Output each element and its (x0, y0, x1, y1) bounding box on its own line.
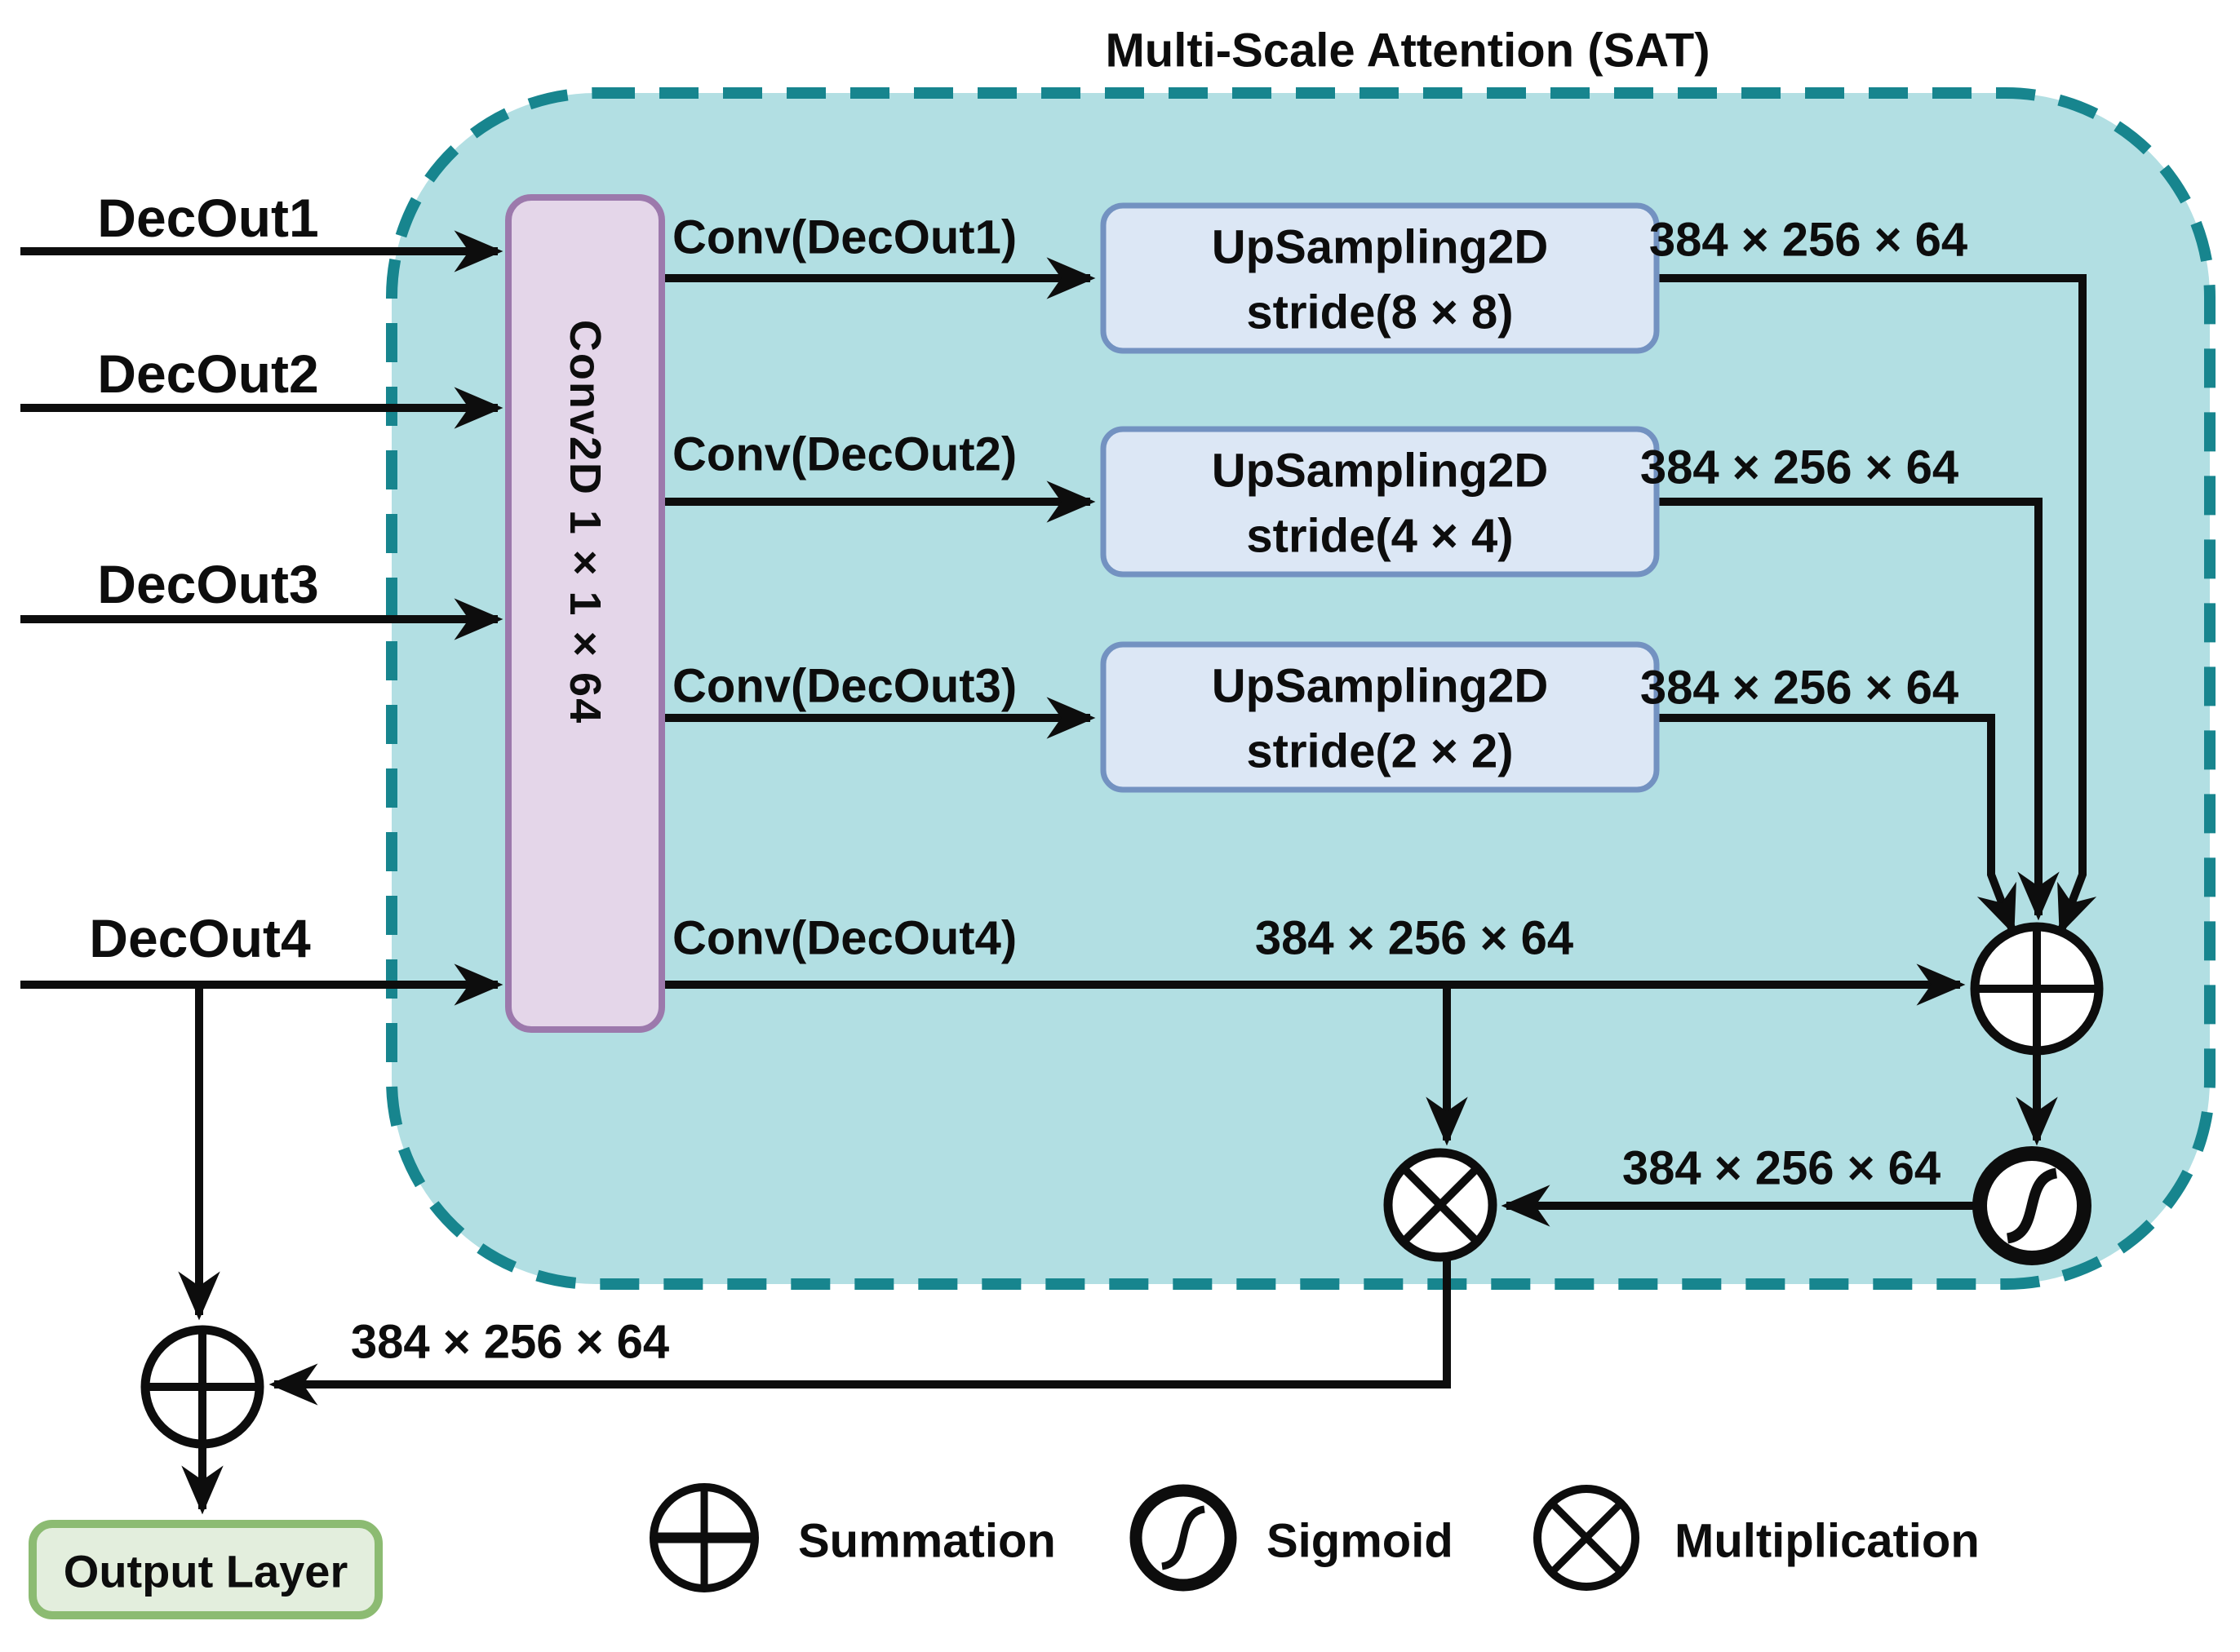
conv-label-3: Conv(DecOut3) (672, 660, 1017, 713)
shape-label-sigmoid-out: 384 × 256 × 64 (1622, 1142, 1941, 1195)
upsample-block-2-name: UpSampling2D (1212, 445, 1549, 498)
upsample-block-3-box (1100, 641, 1660, 793)
shape-label-attention-out: 384 × 256 × 64 (351, 1316, 669, 1369)
multiplication-icon (1549, 1500, 1624, 1575)
input-label-decout3: DecOut3 (97, 554, 318, 614)
conv2d-block-label: Conv2D 1 × 1 × 64 (561, 320, 610, 724)
legend-sigmoid: Sigmoid (1129, 1484, 1453, 1592)
legend-summation: Summation (650, 1483, 1056, 1592)
upsample-block-1-box (1100, 202, 1660, 354)
summation-icon (145, 1330, 259, 1444)
upsample-block-3-name: UpSampling2D (1212, 660, 1549, 713)
input-label-decout1: DecOut1 (97, 188, 318, 248)
summation-node (1970, 922, 2104, 1056)
multiplication-node (1383, 1148, 1497, 1262)
sigmoid-node (1972, 1146, 2091, 1265)
conv-label-4: Conv(DecOut4) (672, 912, 1017, 965)
summation-icon (1975, 927, 2099, 1051)
upsample-block-3: UpSampling2D stride(2 × 2) (1100, 641, 1660, 793)
shape-label-branch1: 384 × 256 × 64 (1649, 214, 1967, 267)
input-label-decout4: DecOut4 (89, 908, 311, 968)
arrow-mult-to-output-sum (268, 1257, 1451, 1406)
conv2d-block (505, 194, 665, 1033)
diagram-title: Multi-Scale Attention (SAT) (1105, 24, 1710, 78)
conv-label-2: Conv(DecOut2) (672, 428, 1017, 481)
summation-icon (654, 1487, 755, 1588)
legend-multiplication: Multiplication (1533, 1485, 1980, 1591)
output-layer-box (29, 1520, 383, 1619)
arrow-upsample2-to-sum (1657, 498, 2060, 921)
shape-label-branch4: 384 × 256 × 64 (1255, 912, 1573, 965)
shape-label-branch2: 384 × 256 × 64 (1640, 441, 1958, 494)
arrow-upsample1-to-sum (1657, 274, 2097, 936)
output-summation-node (140, 1325, 264, 1449)
sigmoid-icon (1160, 1505, 1206, 1570)
upsample-block-2-box (1100, 426, 1660, 578)
upsample-block-3-stride: stride(2 × 2) (1246, 725, 1513, 778)
output-layer-label: Output Layer (64, 1546, 348, 1597)
conv-label-1: Conv(DecOut1) (672, 211, 1017, 264)
upsample-block-2: UpSampling2D stride(4 × 4) (1100, 426, 1660, 578)
legend-sigmoid-label: Sigmoid (1266, 1515, 1453, 1568)
input-label-decout2: DecOut2 (97, 343, 318, 404)
upsample-block-2-stride: stride(4 × 4) (1246, 510, 1513, 563)
legend-multiplication-label: Multiplication (1674, 1515, 1980, 1568)
upsample-block-1-stride: stride(8 × 8) (1246, 286, 1513, 339)
sigmoid-icon (2006, 1167, 2058, 1244)
multiplication-icon (1400, 1165, 1480, 1245)
output-layer: Output Layer (29, 1520, 383, 1619)
arrow-upsample3-to-sum (1657, 714, 2016, 936)
upsample-block-1: UpSampling2D stride(8 × 8) (1100, 202, 1660, 354)
upsample-block-1-name: UpSampling2D (1212, 221, 1549, 274)
legend-summation-label: Summation (798, 1515, 1056, 1568)
legend: Summation Sigmoid Multiplication (650, 1483, 1980, 1592)
shape-label-branch3: 384 × 256 × 64 (1640, 662, 1958, 715)
